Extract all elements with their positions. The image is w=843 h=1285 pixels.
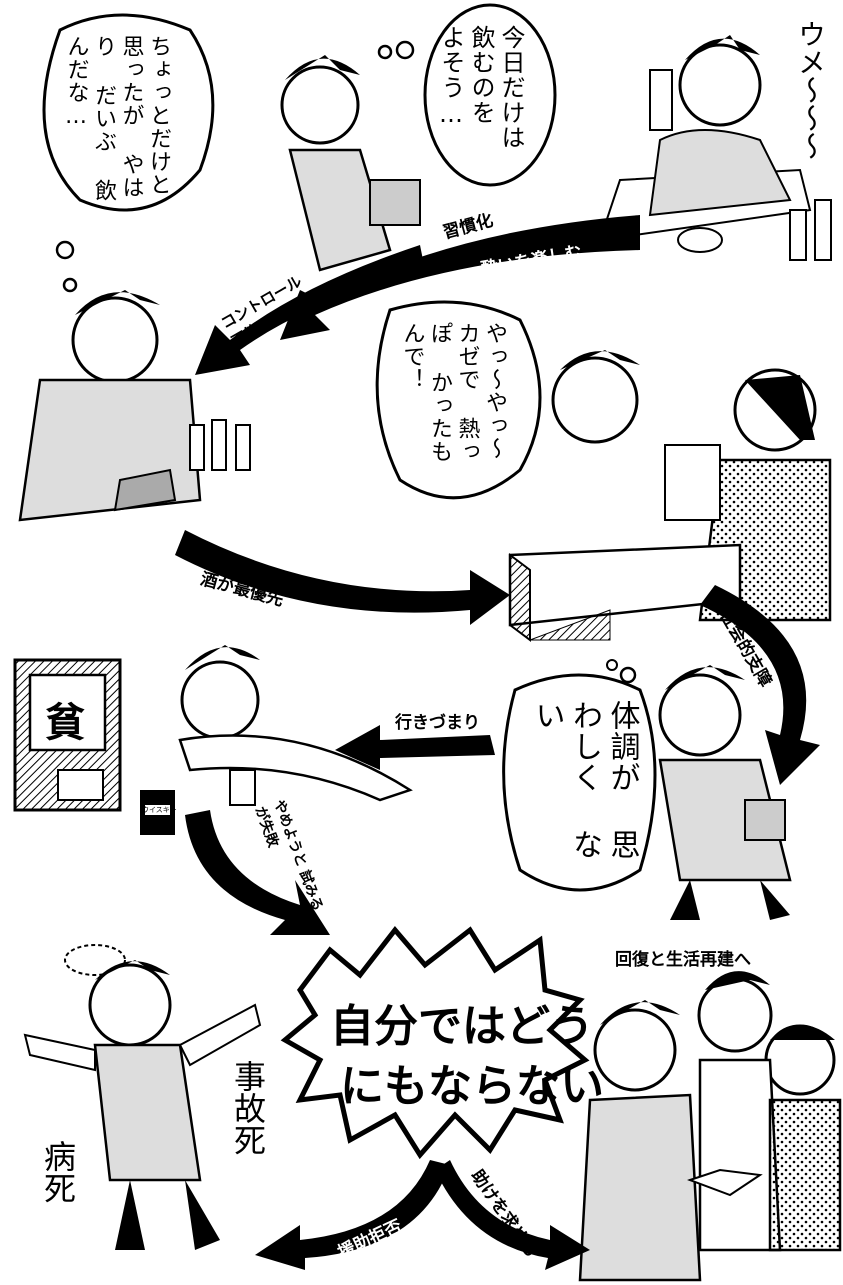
- scene-office-boss: [508, 350, 832, 642]
- bubble-text-enjoy: 今日だけは 飲むのを よそう…: [437, 25, 525, 150]
- center-starburst: [280, 926, 590, 1160]
- scene-tv-lying: [13, 645, 413, 835]
- label-illness-death: 病死: [39, 1140, 77, 1204]
- bubble-text-excuse: やっ〜やっ〜 カゼで 熱っぽ かったもんで！: [399, 322, 508, 463]
- arrow-habit: [280, 215, 640, 340]
- scene-recovery-group: [578, 971, 842, 1282]
- center-text-line2: にもならない: [340, 1061, 604, 1112]
- scene-drinking-alone: [18, 290, 251, 522]
- scene-enjoy-drinking: [598, 35, 832, 261]
- arrow-dead-end: [335, 725, 495, 770]
- arrow-seek-help: [435, 1160, 590, 1270]
- arrow-try-quit: [185, 810, 330, 935]
- arrow-loss-of-control: [195, 245, 425, 375]
- scene-death: [23, 944, 262, 1250]
- label-accident-death: 事故死: [229, 1060, 267, 1156]
- bottle-label-text: ウイスキー: [142, 806, 177, 814]
- scene-walking-man: [280, 55, 421, 272]
- thought-bubble-unwell: [502, 659, 657, 892]
- recovery-label: 回復と生活再建へ: [615, 950, 751, 970]
- sound-effect-ume: ウメ〜〜〜: [794, 20, 827, 160]
- label-dead-end: 行きづまり: [395, 713, 480, 733]
- tv-screen-text: 貧: [45, 700, 85, 746]
- thought-bubble-lose-control: [42, 13, 215, 293]
- bubble-text-unwell: 体調が 思わしく ない: [529, 700, 640, 860]
- speech-bubble-enjoy: [377, 3, 557, 187]
- speech-bubble-excuse: [375, 300, 542, 500]
- arrow-social-trouble: [700, 585, 820, 785]
- arrow-refuse-help: [255, 1160, 450, 1270]
- center-text-line1: 自分ではどう: [330, 1001, 594, 1052]
- arrow-alcohol-priority: [175, 530, 510, 625]
- bubble-text-lose-control: ちょっとだけと 思ったが やはり だいぶ 飲んだな…: [63, 35, 172, 202]
- scene-unwell-walking: [658, 665, 792, 920]
